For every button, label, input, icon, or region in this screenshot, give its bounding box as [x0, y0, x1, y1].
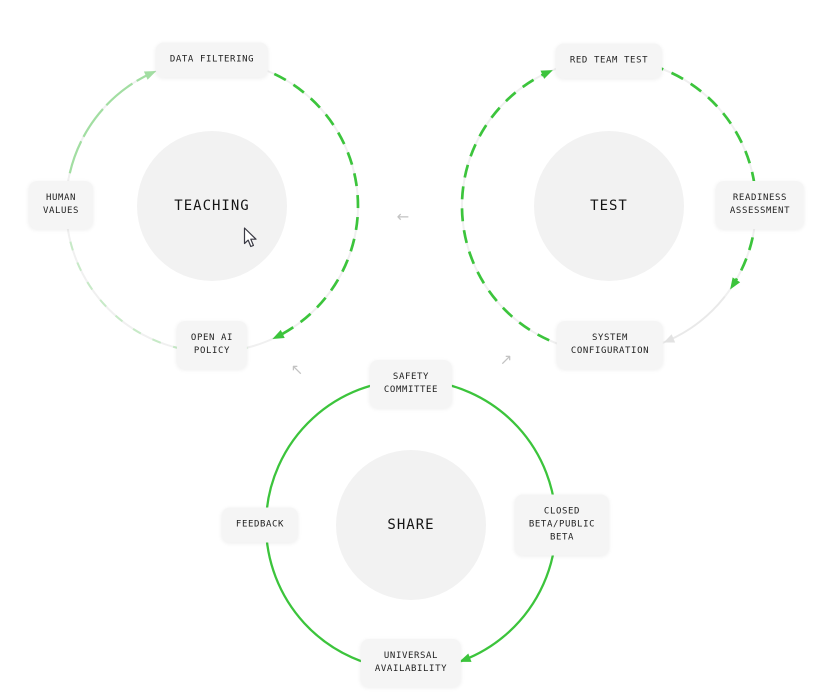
node-system-configuration[interactable]: SYSTEM CONFIGURATION — [556, 321, 664, 369]
node-data-filtering[interactable]: DATA FILTERING — [155, 42, 269, 78]
node-feedback[interactable]: FEEDBACK — [221, 507, 299, 543]
node-closed-beta[interactable]: CLOSED BETA/PUBLIC BETA — [514, 494, 610, 556]
node-label-line: READINESS — [732, 193, 788, 203]
arrow-up-left-icon: ↖ — [290, 360, 304, 379]
node-label-line: CLOSED — [543, 506, 581, 517]
node-label-line: UNIVERSAL — [383, 651, 439, 661]
node-label-line: DATA FILTERING — [169, 54, 255, 65]
node-label-line: SYSTEM — [591, 333, 629, 343]
mouse-cursor-icon — [243, 227, 257, 248]
arrow-left-icon: ← — [396, 207, 410, 226]
node-red-team-test[interactable]: RED TEAM TEST — [555, 43, 663, 79]
node-label-line: CONFIGURATION — [570, 346, 650, 356]
node-safety-committee[interactable]: SAFETY COMMITTEE — [369, 360, 453, 408]
node-readiness-assessment[interactable]: READINESS ASSESSMENT — [715, 181, 805, 229]
node-universal-availability[interactable]: UNIVERSAL AVAILABILITY — [360, 639, 462, 687]
cycle-test-circle[interactable]: TEST — [534, 131, 684, 281]
cycle-share-label: SHARE — [387, 517, 435, 533]
test-arc-bottom — [663, 295, 726, 343]
node-label-line: ASSESSMENT — [729, 206, 791, 216]
node-label-line: SAFETY — [392, 372, 430, 382]
teaching-arc-left — [68, 70, 157, 174]
node-label-line: AVAILABILITY — [374, 664, 448, 674]
teaching-arc-right — [232, 60, 360, 339]
node-label-line: RED TEAM TEST — [569, 55, 649, 66]
node-open-ai-policy[interactable]: OPEN AI POLICY — [176, 321, 248, 369]
node-label-line: FEEDBACK — [235, 519, 285, 530]
cycle-teaching-label: TEACHING — [174, 198, 250, 214]
test-arc-left — [460, 70, 553, 342]
cycle-share-circle[interactable]: SHARE — [336, 450, 486, 600]
node-label-line: OPEN AI — [190, 333, 234, 343]
node-label-line: POLICY — [193, 346, 231, 356]
test-arc-right — [629, 59, 758, 290]
cycle-teaching-circle[interactable]: TEACHING — [137, 131, 287, 281]
node-label-line: COMMITTEE — [383, 385, 439, 395]
node-human-values[interactable]: HUMAN VALUES — [28, 181, 94, 229]
cycle-test-label: TEST — [590, 198, 628, 214]
arrow-up-right-icon: ↗ — [499, 350, 513, 369]
node-label-line: BETA — [549, 532, 575, 543]
node-label-line: BETA/PUBLIC — [528, 519, 596, 530]
node-label-line: VALUES — [42, 206, 80, 216]
node-label-line: HUMAN — [45, 193, 77, 203]
